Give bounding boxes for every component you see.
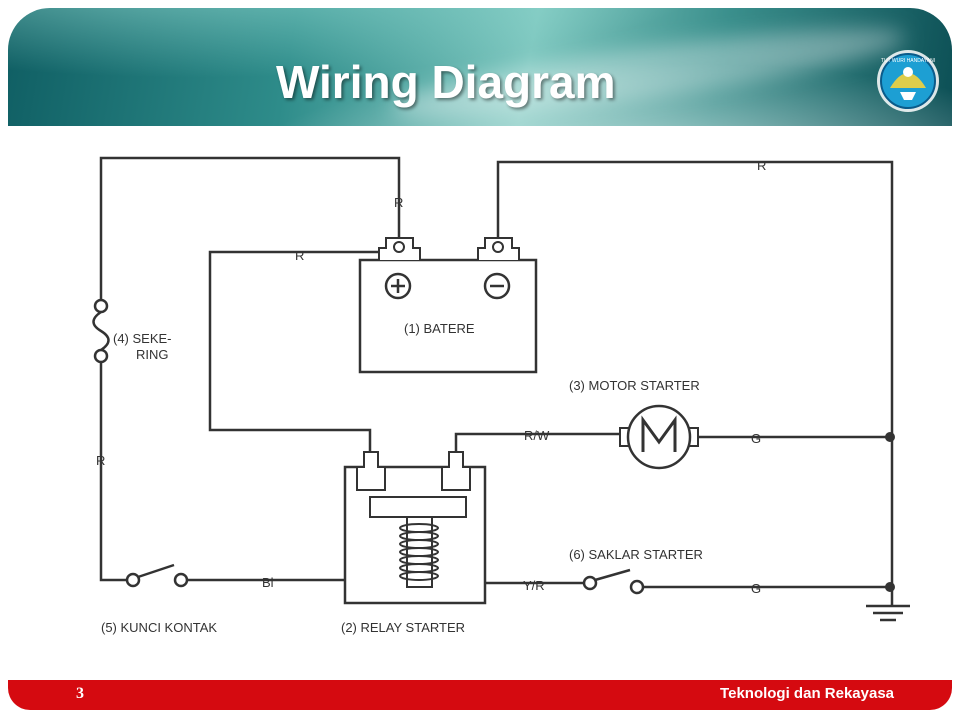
- fuse-icon: [92, 298, 110, 364]
- slide-header: Wiring Diagram TUT WURI HANDAYANI: [8, 8, 952, 126]
- wire-label-rw: R/W: [524, 428, 550, 443]
- label-fuse-line2: RING: [136, 347, 169, 362]
- page-number: 3: [76, 685, 84, 702]
- wire-label-yr: Y/R: [523, 578, 545, 593]
- slide-title: Wiring Diagram: [276, 56, 616, 108]
- wire-fuse-to-ignition: [99, 360, 130, 582]
- wire-battery-pos-to-relay: [208, 250, 388, 457]
- wiring-diagram: R R R R R/W G Bl Y/R G (1) BATERE (2) RE…: [92, 156, 910, 635]
- label-relay-starter: (2) RELAY STARTER: [341, 620, 465, 635]
- slide-footer: 3 Teknologi dan Rekayasa: [8, 680, 952, 710]
- wire-label-g-motor: G: [751, 431, 761, 446]
- negative-terminal-icon: [483, 272, 511, 300]
- junction-dot-motor: [885, 432, 895, 442]
- ground-icon: [866, 604, 910, 622]
- label-fuse-line1: (4) SEKE-: [113, 331, 172, 346]
- starter-switch-icon: [582, 568, 645, 595]
- wire-label-r-battery-left: R: [295, 248, 304, 263]
- relay-starter: [343, 451, 487, 605]
- wire-battery-pos-to-fuse: [99, 156, 401, 302]
- battery: [358, 237, 538, 374]
- label-motor-starter: (3) MOTOR STARTER: [569, 378, 700, 393]
- motor-starter-icon: [619, 404, 699, 470]
- wire-battery-neg-to-rail: [496, 160, 894, 607]
- footer-text: Teknologi dan Rekayasa: [720, 685, 894, 702]
- positive-terminal-icon: [384, 272, 412, 300]
- ignition-switch-icon: [125, 563, 189, 588]
- wire-label-r-battery-pos: R: [394, 195, 403, 210]
- tut-wuri-handayani-logo-icon: TUT WURI HANDAYANI: [877, 50, 939, 112]
- label-ignition: (5) KUNCI KONTAK: [101, 620, 217, 635]
- relay-coil-icon: [399, 523, 439, 581]
- junction-dot-switch: [885, 582, 895, 592]
- wire-label-r-left-vertical: R: [96, 453, 105, 468]
- label-starter-switch: (6) SAKLAR STARTER: [569, 547, 703, 562]
- label-battery: (1) BATERE: [404, 321, 475, 336]
- wire-label-g-switch: G: [751, 581, 761, 596]
- logo-text: TUT WURI HANDAYANI: [881, 58, 935, 64]
- wire-relay-to-motor: [454, 432, 626, 457]
- wire-label-r-top-right: R: [757, 158, 766, 173]
- wire-label-bl: Bl: [262, 575, 274, 590]
